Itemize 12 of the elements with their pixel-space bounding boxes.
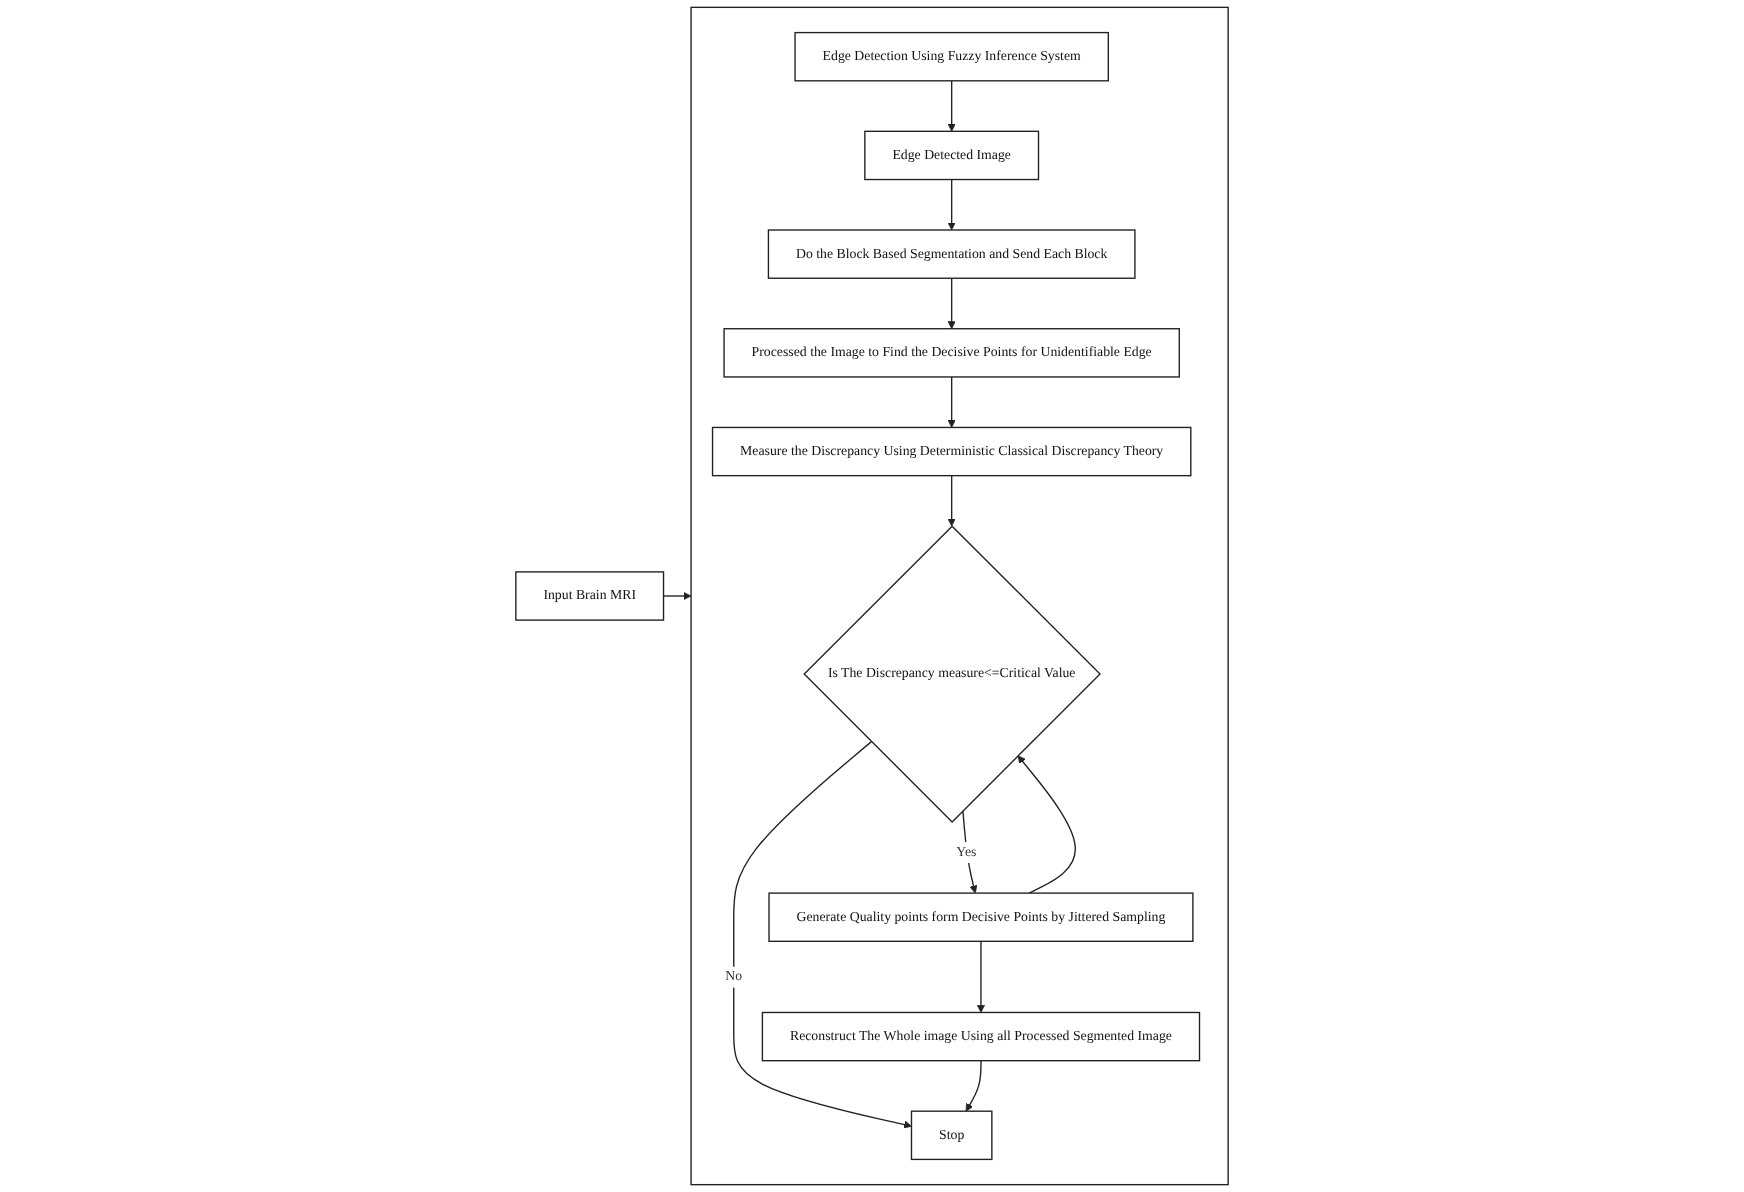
arrow [962,810,978,894]
arrow [947,80,956,132]
arrow [733,740,912,1129]
arrow [1017,755,1076,894]
arrow [947,474,956,527]
arrow [976,940,985,1013]
cluster [690,6,1229,1186]
arrow [947,277,956,330]
arrow [947,178,956,231]
arrow [947,376,956,428]
arrow [965,1060,982,1112]
arrow [662,591,692,601]
